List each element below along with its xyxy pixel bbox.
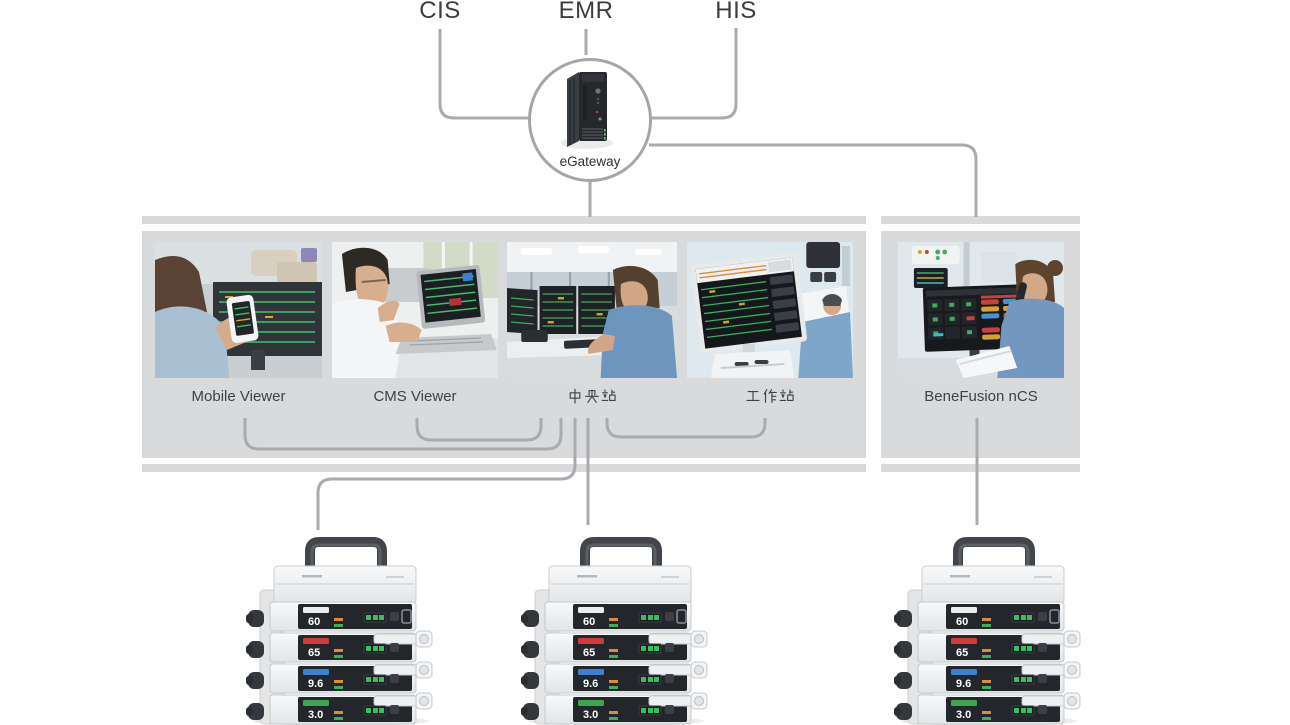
photo-benefusion-ncs: [898, 242, 1064, 378]
infusion-pump-stack-3: [894, 534, 1084, 725]
photo-mobile-viewer: [155, 242, 322, 378]
label-benefusion-ncs: BeneFusion nCS: [924, 388, 1038, 405]
infusion-pump-stack-1: [246, 534, 436, 725]
system-label-his: HIS: [715, 0, 757, 24]
photo-workstation: [687, 242, 853, 378]
system-label-emr: EMR: [558, 0, 614, 24]
infusion-pump-stack-2: [521, 534, 711, 725]
egateway-node: eGateway: [528, 58, 652, 182]
label-central-station: [507, 387, 677, 407]
ncs-group-bottom-bar: [881, 464, 1080, 472]
server-icon: [561, 72, 613, 149]
ncs-group-top-bar: [881, 216, 1080, 224]
label-mobile-viewer: Mobile Viewer: [191, 388, 286, 405]
viewer-group-bottom-bar: [142, 464, 866, 472]
label-cms-viewer: CMS Viewer: [373, 388, 457, 405]
system-label-cis: CIS: [419, 0, 461, 24]
label-workstation: [687, 387, 853, 407]
line-his-gateway: [651, 28, 738, 120]
photo-central-station: [507, 242, 677, 378]
viewer-group-top-bar: [142, 216, 866, 224]
egateway-label: eGateway: [559, 154, 621, 169]
line-cis-gateway: [438, 29, 529, 120]
line-gateway-ncs-panel: [649, 143, 978, 217]
photo-cms-viewer: [332, 242, 498, 378]
